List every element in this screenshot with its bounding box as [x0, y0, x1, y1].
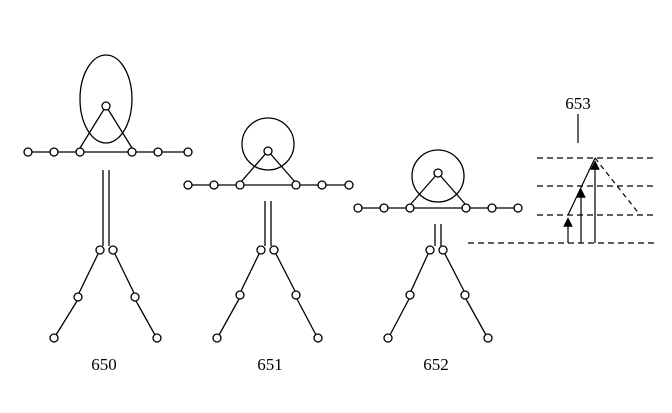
head-joint-650 [101, 101, 111, 111]
head-652 [411, 149, 465, 203]
figure-label-652: 652 [423, 355, 449, 374]
figure-label-651: 651 [257, 355, 283, 374]
figure-label-650: 650 [91, 355, 117, 374]
head-650 [79, 54, 133, 144]
scale-label-653: 653 [565, 94, 591, 113]
stick-figure-650 [23, 54, 193, 343]
slope-line [567, 157, 596, 216]
dashed-slope-line [594, 157, 641, 216]
head-651 [241, 117, 295, 171]
stick-figure-652 [353, 149, 523, 343]
stick-figure-651 [183, 117, 354, 343]
height-scale-653 [468, 114, 655, 244]
